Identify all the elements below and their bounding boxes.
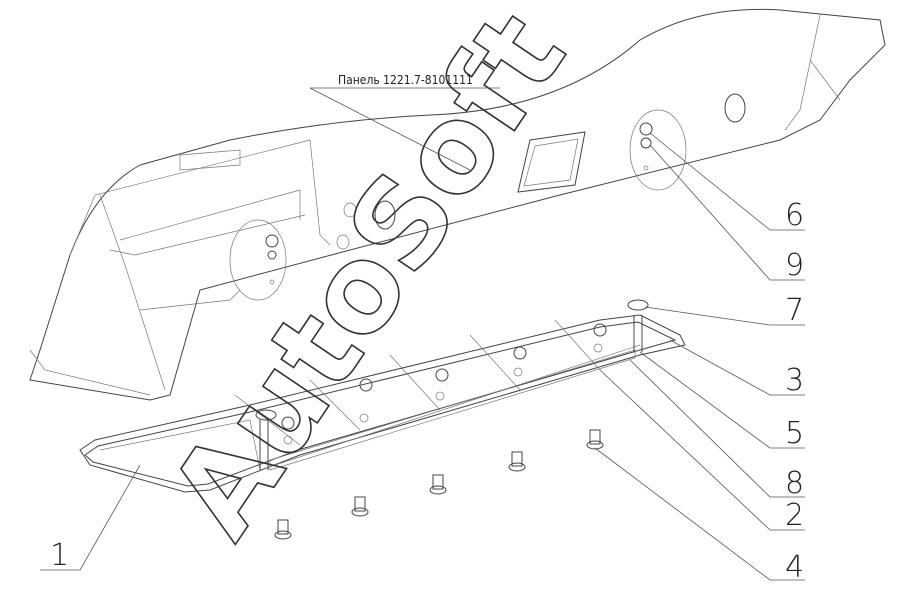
callout-3: 3 (785, 363, 804, 398)
callout-7: 7 (785, 293, 804, 328)
callout-2: 2 (785, 498, 804, 533)
callout-8: 8 (785, 466, 804, 501)
bolts (274, 429, 604, 540)
callout-6: 6 (785, 198, 804, 233)
panel-label: Панель 1221.7-8101111 (338, 73, 473, 87)
callout-5: 5 (785, 416, 804, 451)
callout-4: 4 (785, 550, 804, 585)
body-panel (29, 8, 886, 401)
callout-1: 1 (50, 538, 69, 573)
tray-assembly (79, 299, 686, 493)
callout-9: 9 (785, 248, 804, 283)
leader-lines (40, 87, 805, 581)
